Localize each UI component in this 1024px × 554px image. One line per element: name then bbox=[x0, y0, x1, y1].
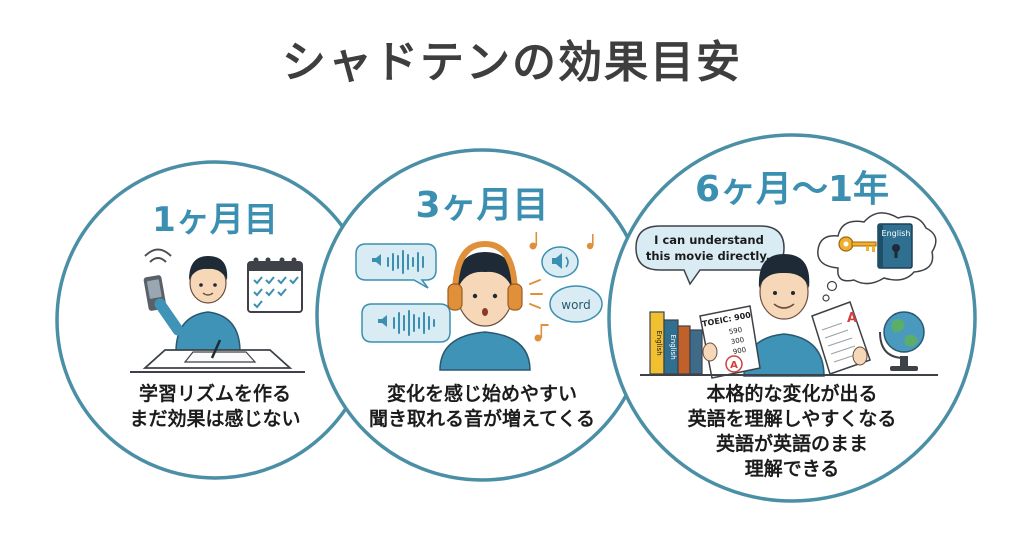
key-icon bbox=[838, 236, 877, 252]
test-score-1: 590 bbox=[728, 326, 743, 336]
stage3-person bbox=[743, 254, 825, 377]
stage2-heading: 3ヶ月目 bbox=[415, 185, 549, 226]
stage2-caption-line: 変化を感じ始めやすい bbox=[386, 383, 577, 405]
book-spine-label-2: English bbox=[669, 334, 677, 359]
speech-bubble-line2: this movie directly. bbox=[646, 249, 770, 263]
audio-bubble-bottom bbox=[361, 303, 451, 343]
stage2-caption: 変化を感じ始めやすい 聞き取れる音が増えてくる bbox=[352, 382, 612, 432]
book-stack: English English bbox=[649, 311, 703, 375]
stage3-illustration: I can understand this movie directly. bbox=[635, 212, 938, 379]
calendar-icon bbox=[247, 257, 303, 313]
stage1-heading: 1ヶ月目 bbox=[152, 200, 278, 240]
stage3-caption-line: 英語が英語のまま bbox=[715, 433, 868, 456]
stage2-caption-line: 聞き取れる音が増えてくる bbox=[368, 408, 596, 431]
stage1-caption-line: 学習リズムを作る bbox=[138, 383, 291, 405]
stage3-caption-line: 本格的な変化が出る bbox=[706, 383, 878, 405]
test-score-sheet: TOEIC: 900 590 300 900 A bbox=[699, 305, 761, 379]
stage2-illustration: word bbox=[355, 232, 603, 371]
desk bbox=[130, 339, 305, 373]
stage3-caption-line: 理解できる bbox=[744, 458, 840, 481]
sound-wave-marks bbox=[529, 279, 543, 309]
music-note-icon bbox=[529, 232, 594, 342]
graded-paper: A bbox=[811, 301, 871, 375]
audio-bubble-top bbox=[355, 243, 437, 289]
paper-grade: A bbox=[847, 311, 857, 326]
globe-icon bbox=[879, 311, 925, 371]
stage3-caption-line: 英語を理解しやすくなる bbox=[687, 408, 897, 431]
stage2-person bbox=[439, 240, 531, 371]
page-title: シャドテンの効果目安 bbox=[282, 37, 742, 88]
test-score-2: 300 bbox=[730, 336, 745, 346]
stage3-caption: 本格的な変化が出る 英語を理解しやすくなる 英語が英語のまま 理解できる bbox=[652, 382, 932, 482]
stage1-caption: 学習リズムを作る まだ効果は感じない bbox=[95, 382, 335, 432]
speech-bubble: I can understand this movie directly. bbox=[635, 225, 785, 286]
stage1-person bbox=[154, 256, 241, 353]
stage3-heading: 6ヶ月〜1年 bbox=[694, 169, 890, 210]
book-spine-label-1: English bbox=[655, 330, 663, 355]
test-score-3: 900 bbox=[732, 346, 747, 356]
stage1-illustration bbox=[130, 248, 305, 373]
book-icon: English bbox=[877, 223, 913, 269]
speech-bubble-line1: I can understand bbox=[654, 233, 764, 247]
book-title: English bbox=[882, 229, 911, 238]
test-grade: A bbox=[730, 360, 738, 371]
speaker-bubble bbox=[541, 246, 579, 278]
word-bubble: word bbox=[549, 285, 603, 323]
stage1-caption-line: まだ効果は感じない bbox=[129, 408, 301, 431]
word-bubble-text: word bbox=[561, 298, 591, 312]
